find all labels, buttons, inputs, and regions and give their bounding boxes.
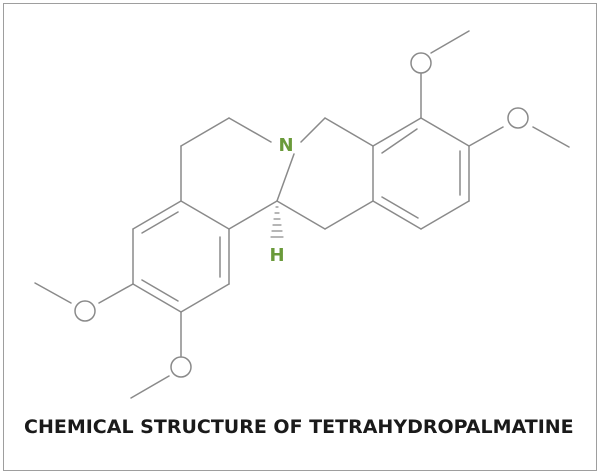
saturated-ring-right (276, 117, 374, 230)
stereo-hash-bond (270, 206, 284, 238)
methoxy-groups (34, 30, 570, 399)
oxygen-atom-right (507, 107, 529, 129)
saturated-ring-left (180, 117, 295, 230)
oxygen-atom-top (410, 52, 432, 74)
right-aromatic-ring (372, 117, 470, 230)
figure-caption: CHEMICAL STRUCTURE OF TETRAHYDROPALMATIN… (24, 416, 574, 438)
nitrogen-atom-label: N (278, 135, 293, 156)
oxygen-atom-bottom (170, 356, 192, 378)
figure-frame: N H (3, 3, 597, 471)
hydrogen-atom-label: H (269, 245, 284, 266)
left-aromatic-ring (132, 200, 230, 313)
oxygen-atom-left (74, 300, 96, 322)
chemical-structure-diagram: N H (34, 30, 570, 399)
